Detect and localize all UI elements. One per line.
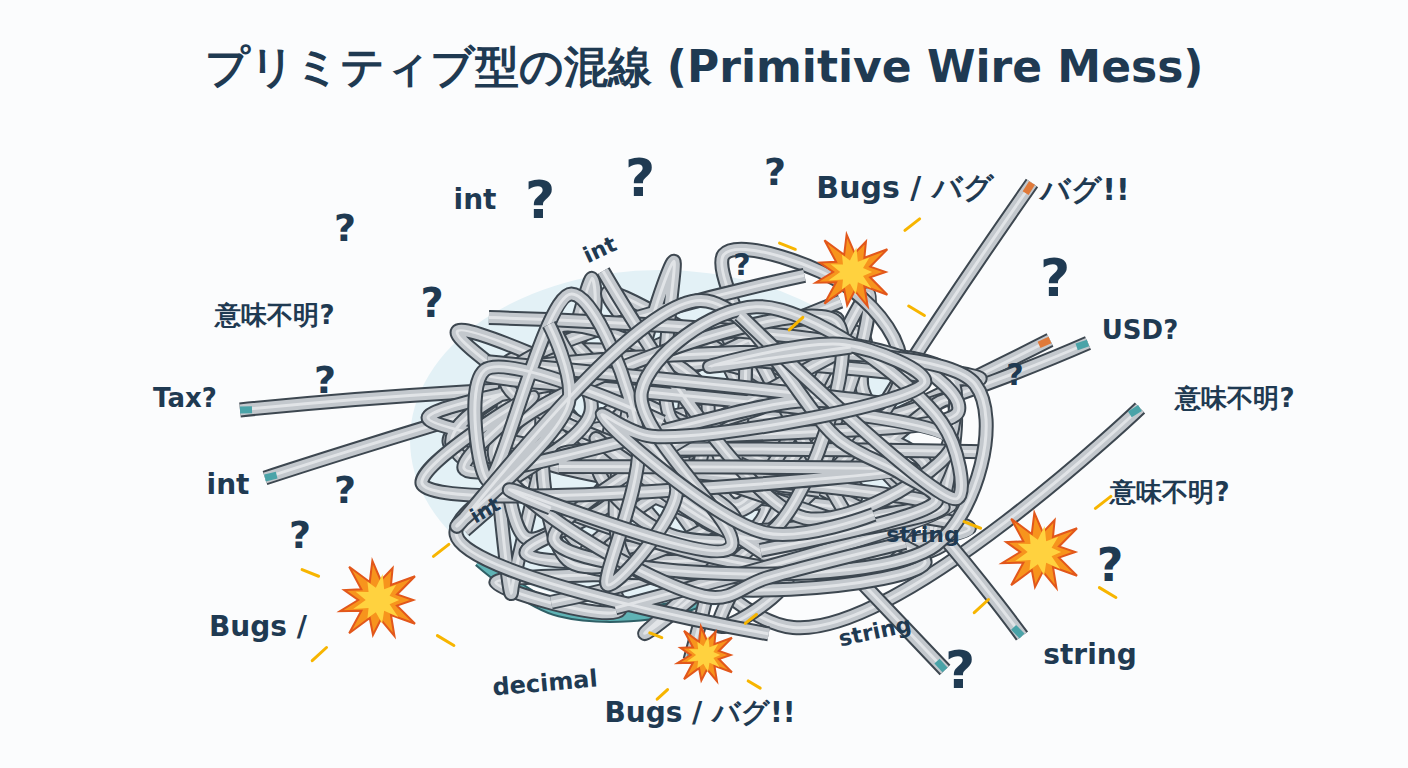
wires [240, 183, 1140, 670]
burst-inner [1015, 526, 1061, 575]
label: string [1043, 641, 1136, 669]
spark-line [745, 615, 756, 624]
label: ? [733, 250, 750, 280]
label: ? [1040, 252, 1070, 304]
wire-tip [1014, 627, 1022, 636]
spark-line [964, 522, 981, 529]
wire [509, 307, 961, 551]
spark-burst [302, 544, 454, 660]
spark-line [312, 648, 326, 661]
burst-outer [677, 626, 732, 681]
wire-tip [1130, 408, 1140, 414]
label: ? [1097, 542, 1124, 588]
burst-outer [816, 235, 888, 307]
wire-shine [509, 307, 961, 551]
label: ? [314, 361, 336, 399]
wire-outline [602, 344, 925, 534]
wire-tip [1039, 340, 1050, 345]
spark-line [789, 317, 803, 330]
label: ? [625, 152, 655, 204]
label: decimal [491, 666, 598, 699]
spark-line [748, 681, 760, 688]
label: ? [1006, 360, 1023, 390]
burst-inner [353, 574, 399, 623]
label: 意味不明? [1110, 479, 1229, 505]
label: ? [525, 174, 555, 226]
spark-burst [964, 496, 1116, 612]
wire-body [509, 307, 961, 551]
burst-inner [828, 247, 872, 294]
label: 意味不明? [215, 302, 334, 328]
spark-line [657, 690, 667, 700]
label: Tax? [153, 385, 217, 411]
spark-line [780, 243, 796, 249]
spark-line [974, 600, 988, 613]
spark-line [433, 544, 448, 556]
wire [602, 344, 925, 534]
wire-outline [509, 307, 961, 551]
wire-shine [602, 344, 925, 534]
label: USD? [1102, 317, 1179, 343]
label: Bugs / バグ!! [604, 699, 795, 727]
spark-line [437, 636, 454, 646]
label: 意味不明? [1175, 385, 1294, 411]
label: ? [764, 153, 786, 191]
spark-line [302, 570, 319, 577]
label: Bugs / [209, 613, 307, 641]
wire-body [602, 344, 925, 534]
label: ? [289, 516, 311, 554]
spark-line [1099, 588, 1116, 598]
label: string [886, 524, 959, 546]
burst-inner [687, 636, 720, 672]
label: ? [334, 471, 356, 509]
burst-outer [340, 561, 415, 636]
spark-line [650, 633, 662, 638]
wire-tip [265, 475, 277, 478]
label: バグ!! [1040, 175, 1129, 205]
wire-tip [1077, 343, 1088, 347]
title: プリミティブ型の混線 (Primitive Wire Mess) [0, 38, 1408, 97]
spark-line [1095, 496, 1110, 508]
wire-tip [1026, 183, 1032, 193]
burst-outer [1002, 513, 1077, 588]
label: ? [945, 644, 975, 696]
wire-tip [937, 661, 945, 670]
spark-line [905, 219, 920, 231]
label: int [207, 471, 250, 499]
label: ? [334, 209, 356, 247]
label: int [454, 186, 497, 214]
spark-line [909, 306, 925, 315]
label: int [580, 233, 620, 267]
label: ? [420, 283, 443, 323]
wire-tip [240, 406, 252, 413]
spark-burst [650, 615, 760, 700]
label: Bugs / バグ [816, 173, 993, 203]
spark-burst [780, 219, 925, 330]
